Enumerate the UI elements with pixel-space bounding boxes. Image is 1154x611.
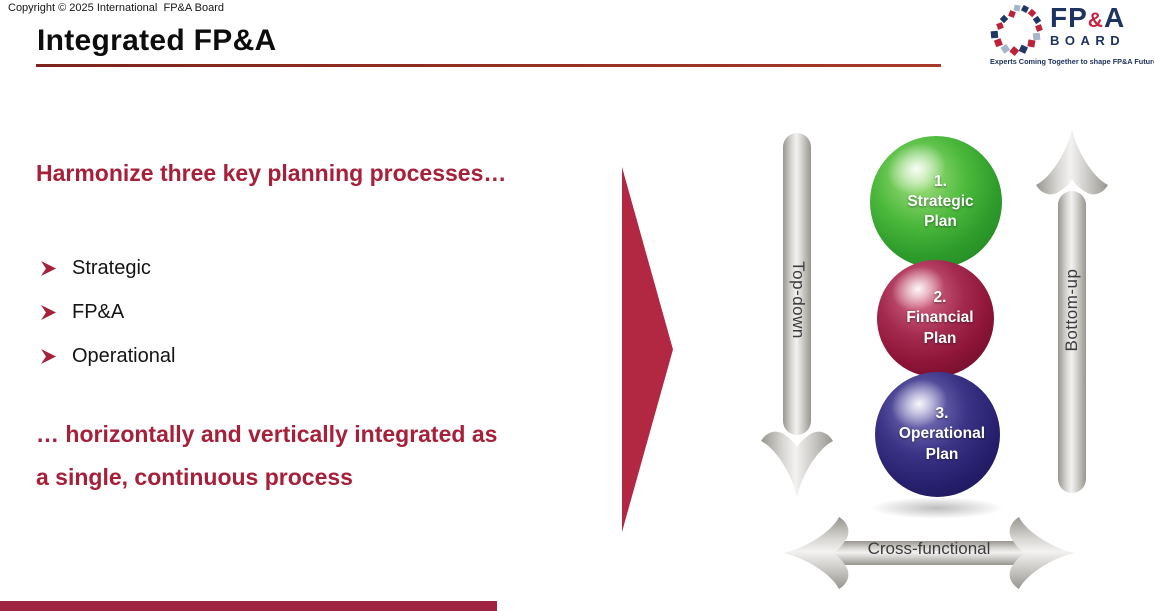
sphere-label: 2. Financial Plan: [897, 288, 973, 348]
fpa-board-logo: FP&A BOARD Experts Coming Together to sh…: [988, 3, 1154, 67]
footer-accent-bar: [0, 601, 497, 611]
financial-plan-sphere: 2. Financial Plan: [877, 260, 994, 377]
logo-board-line: BOARD: [1050, 33, 1126, 49]
logo-ampersand: &: [1087, 9, 1104, 32]
sphere-number: 2.: [933, 289, 947, 307]
sphere-number: 3.: [935, 405, 949, 423]
bottom-up-label: Bottom-up: [1062, 268, 1081, 352]
sphere-number: 1.: [934, 172, 947, 190]
list-item: Strategic: [40, 246, 175, 290]
sphere-line1: Strategic: [907, 192, 974, 210]
integration-note-line2: a single, continuous process: [36, 464, 353, 490]
cross-functional-label: Cross-functional: [867, 539, 991, 558]
title-underline: [36, 64, 941, 67]
logo-wordmark: FP&A BOARD: [1050, 3, 1126, 49]
sphere-shadow: [870, 497, 1004, 519]
operational-plan-sphere: 3. Operational Plan: [875, 372, 1000, 497]
page-title: Integrated FP&A: [37, 24, 277, 57]
bottom-up-arrow: [1036, 129, 1108, 493]
arrowhead-right-icon: [41, 348, 56, 364]
bullet-label: Operational: [72, 344, 176, 367]
sphere-label: 3. Operational Plan: [890, 404, 985, 464]
arrowhead-right-icon: [41, 304, 56, 320]
integration-note-line1: … horizontally and vertically integrated…: [36, 421, 498, 447]
cross-functional-arrow: [783, 517, 1075, 589]
copyright-text: Copyright © 2025 International FP&A Boar…: [8, 2, 225, 14]
arrowhead-right-icon: [41, 260, 56, 276]
right-pointing-triangle: [622, 167, 673, 532]
strategic-plan-sphere: 1. Strategic Plan: [870, 136, 1002, 268]
sphere-line2: Plan: [924, 213, 957, 231]
logo-a: A: [1103, 2, 1126, 33]
sphere-label: 1. Strategic Plan: [898, 172, 973, 232]
section-heading: Harmonize three key planning processes…: [36, 160, 507, 186]
list-item: FP&A: [40, 290, 175, 334]
fpa-board-swirl-icon: [990, 5, 1043, 56]
sphere-line1: Operational: [898, 425, 986, 443]
list-item: Operational: [40, 334, 175, 378]
logo-fp: FP: [1050, 2, 1088, 33]
bullet-label: Strategic: [72, 256, 151, 279]
sphere-line2: Plan: [923, 329, 957, 347]
sphere-line1: Financial: [906, 309, 974, 327]
bullet-list: Strategic FP&A Operational: [40, 246, 175, 378]
logo-fpa-line: FP&A: [1050, 3, 1125, 32]
bullet-label: FP&A: [72, 300, 125, 323]
top-down-label: Top-down: [789, 261, 808, 339]
top-down-arrow: [761, 133, 833, 497]
sphere-line2: Plan: [925, 445, 959, 463]
logo-tagline: Experts Coming Together to shape FP&A Fu…: [990, 57, 1154, 66]
